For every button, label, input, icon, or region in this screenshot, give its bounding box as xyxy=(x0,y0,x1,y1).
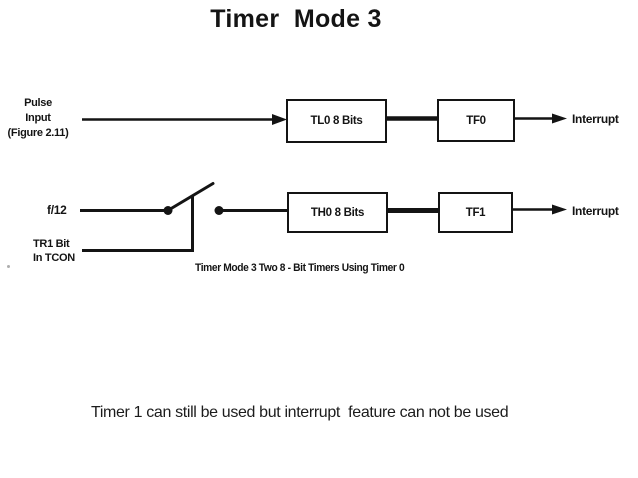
tl0-box-label: TL0 8 Bits xyxy=(310,115,363,127)
interrupt-label-row1: Interrupt xyxy=(572,112,619,126)
tf1-interrupt-arrowhead xyxy=(552,204,567,215)
tl0-box: TL0 8 Bits xyxy=(286,99,387,143)
pulse-input-label: Pulse Input (Figure 2.11) xyxy=(7,97,69,139)
slide-title: Timer Mode 3 xyxy=(210,5,382,33)
tf1-box-label: TF1 xyxy=(465,206,486,219)
diagram-caption: Timer Mode 3 Two 8 - Bit Timers Using Ti… xyxy=(195,262,405,274)
tr1-bit-label: TR1 Bit In TCON xyxy=(33,238,75,264)
bottom-note: Timer 1 can still be used but interrupt … xyxy=(91,404,509,421)
tf0-interrupt-arrowhead xyxy=(552,113,567,124)
f12-label: f/12 xyxy=(47,203,67,217)
th0-box: TH0 8 Bits xyxy=(287,192,388,233)
th0-box-label: TH0 8 Bits xyxy=(310,206,365,219)
interrupt-label-row2: Interrupt xyxy=(572,204,619,218)
tf0-box: TF0 xyxy=(437,99,515,142)
stray-period-mark xyxy=(7,265,10,268)
tf1-box: TF1 xyxy=(438,192,513,233)
pulse-input-arrowhead xyxy=(272,114,287,125)
tf0-box-label: TF0 xyxy=(466,114,486,127)
